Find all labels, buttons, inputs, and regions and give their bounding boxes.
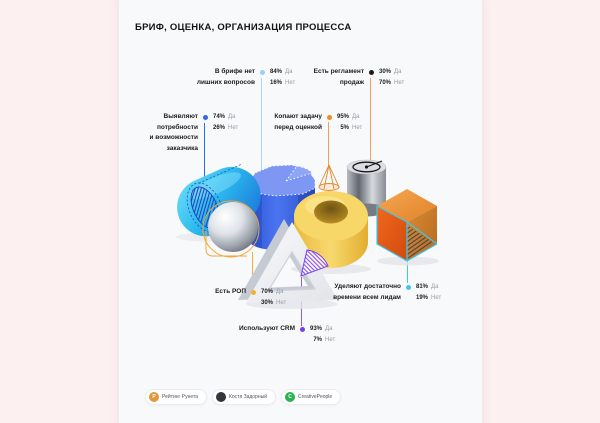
no-value: 7% [313,336,322,343]
no-value: 26% [213,124,226,131]
badge-author[interactable]: Костя Задорный [211,389,276,405]
no-label: Нет [325,336,336,343]
connector-line [252,252,254,288]
callout-dot [300,327,305,332]
yes-label: Да [431,284,439,290]
callout-time-for-all-leads: Уделяют достаточно времени всем лидам 81… [331,282,441,303]
no-label: Нет [352,124,363,131]
callout-dot [203,115,208,120]
content-card [119,0,482,423]
no-value: 19% [416,294,429,301]
callout-stats: 74%Да 26%Нет [213,112,238,133]
callout-label: В брифе нет лишних вопросов [196,68,255,86]
yes-label: Да [352,114,360,120]
callout-stats: 30%Да 70%Нет [379,67,404,88]
callout-label: Есть РОП [215,288,246,295]
no-value: 16% [270,79,283,86]
no-value: 5% [340,124,349,131]
badge-creativepeople[interactable]: C CreativePeople [281,389,342,405]
callout-dig-into-task: Копают задачу перед оценкой 95%Да 5%Нет [258,112,362,133]
callout-dot [260,70,265,75]
connector-line [204,123,206,177]
no-label: Нет [276,299,287,306]
callout-dot [369,70,374,75]
callout-dot [251,290,256,295]
callout-stats: 70%Да 30%Нет [261,287,286,308]
no-label: Нет [431,294,442,301]
callout-dot [327,115,332,120]
yes-value: 95% [337,114,350,120]
callout-sales-reglament: Есть регламент продаж 30%Да 70%Нет [300,67,405,88]
author-avatar [215,392,226,402]
connector-line [301,277,303,326]
badge-rating-runeta[interactable]: Р Рейтинг Рунета [145,389,207,405]
badge-label: Костя Задорный [228,394,267,400]
yes-value: 81% [416,284,429,290]
callout-dot [406,285,411,290]
connector-line [328,122,330,167]
credits-bar: Р Рейтинг Рунета Костя Задорный C Creati… [145,389,342,405]
yes-value: 70% [261,289,274,295]
callout-stats: 84%Да 16%Нет [270,67,295,88]
callout-stats: 81%Да 19%Нет [416,282,441,303]
callout-brief-no-extra-questions: В брифе нет лишних вопросов 84%Да 16%Нет [191,67,295,88]
no-label: Нет [228,124,239,131]
callout-has-rop: Есть РОП 70%Да 30%Нет [182,287,286,308]
callout-use-crm: Используют CRM 93%Да 7%Нет [231,324,335,345]
callout-identify-needs: Выявляют потребности и возможности заказ… [134,112,239,154]
connector-line [261,78,263,171]
callout-stats: 93%Да 7%Нет [310,324,335,345]
yes-label: Да [276,289,284,295]
connector-line [370,78,372,165]
yes-value: 93% [310,326,323,332]
callout-label: Выявляют потребности и возможности заказ… [149,113,199,152]
yes-label: Да [285,69,293,75]
callout-label: Есть регламент продаж [313,68,364,86]
no-label: Нет [394,79,405,86]
rating-runeta-logo-icon: Р [149,392,159,402]
no-label: Нет [285,79,296,86]
no-value: 30% [261,299,274,306]
creativepeople-logo-icon: C [285,392,295,402]
callout-label: Копают задачу перед оценкой [274,113,322,131]
connector-line [407,261,409,283]
no-value: 70% [379,79,392,86]
callout-stats: 95%Да 5%Нет [337,112,362,133]
badge-label: CreativePeople [298,394,333,400]
yes-label: Да [325,326,333,332]
yes-value: 84% [270,69,283,75]
yes-value: 74% [213,114,226,120]
yes-label: Да [228,114,236,120]
page-title: БРИФ, ОЦЕНКА, ОРГАНИЗАЦИЯ ПРОЦЕССА [135,22,352,33]
badge-label: Рейтинг Рунета [162,394,198,400]
callout-label: Используют CRM [238,325,295,332]
yes-label: Да [394,69,402,75]
yes-value: 30% [379,69,392,75]
callout-label: Уделяют достаточно времени всем лидам [333,283,401,301]
